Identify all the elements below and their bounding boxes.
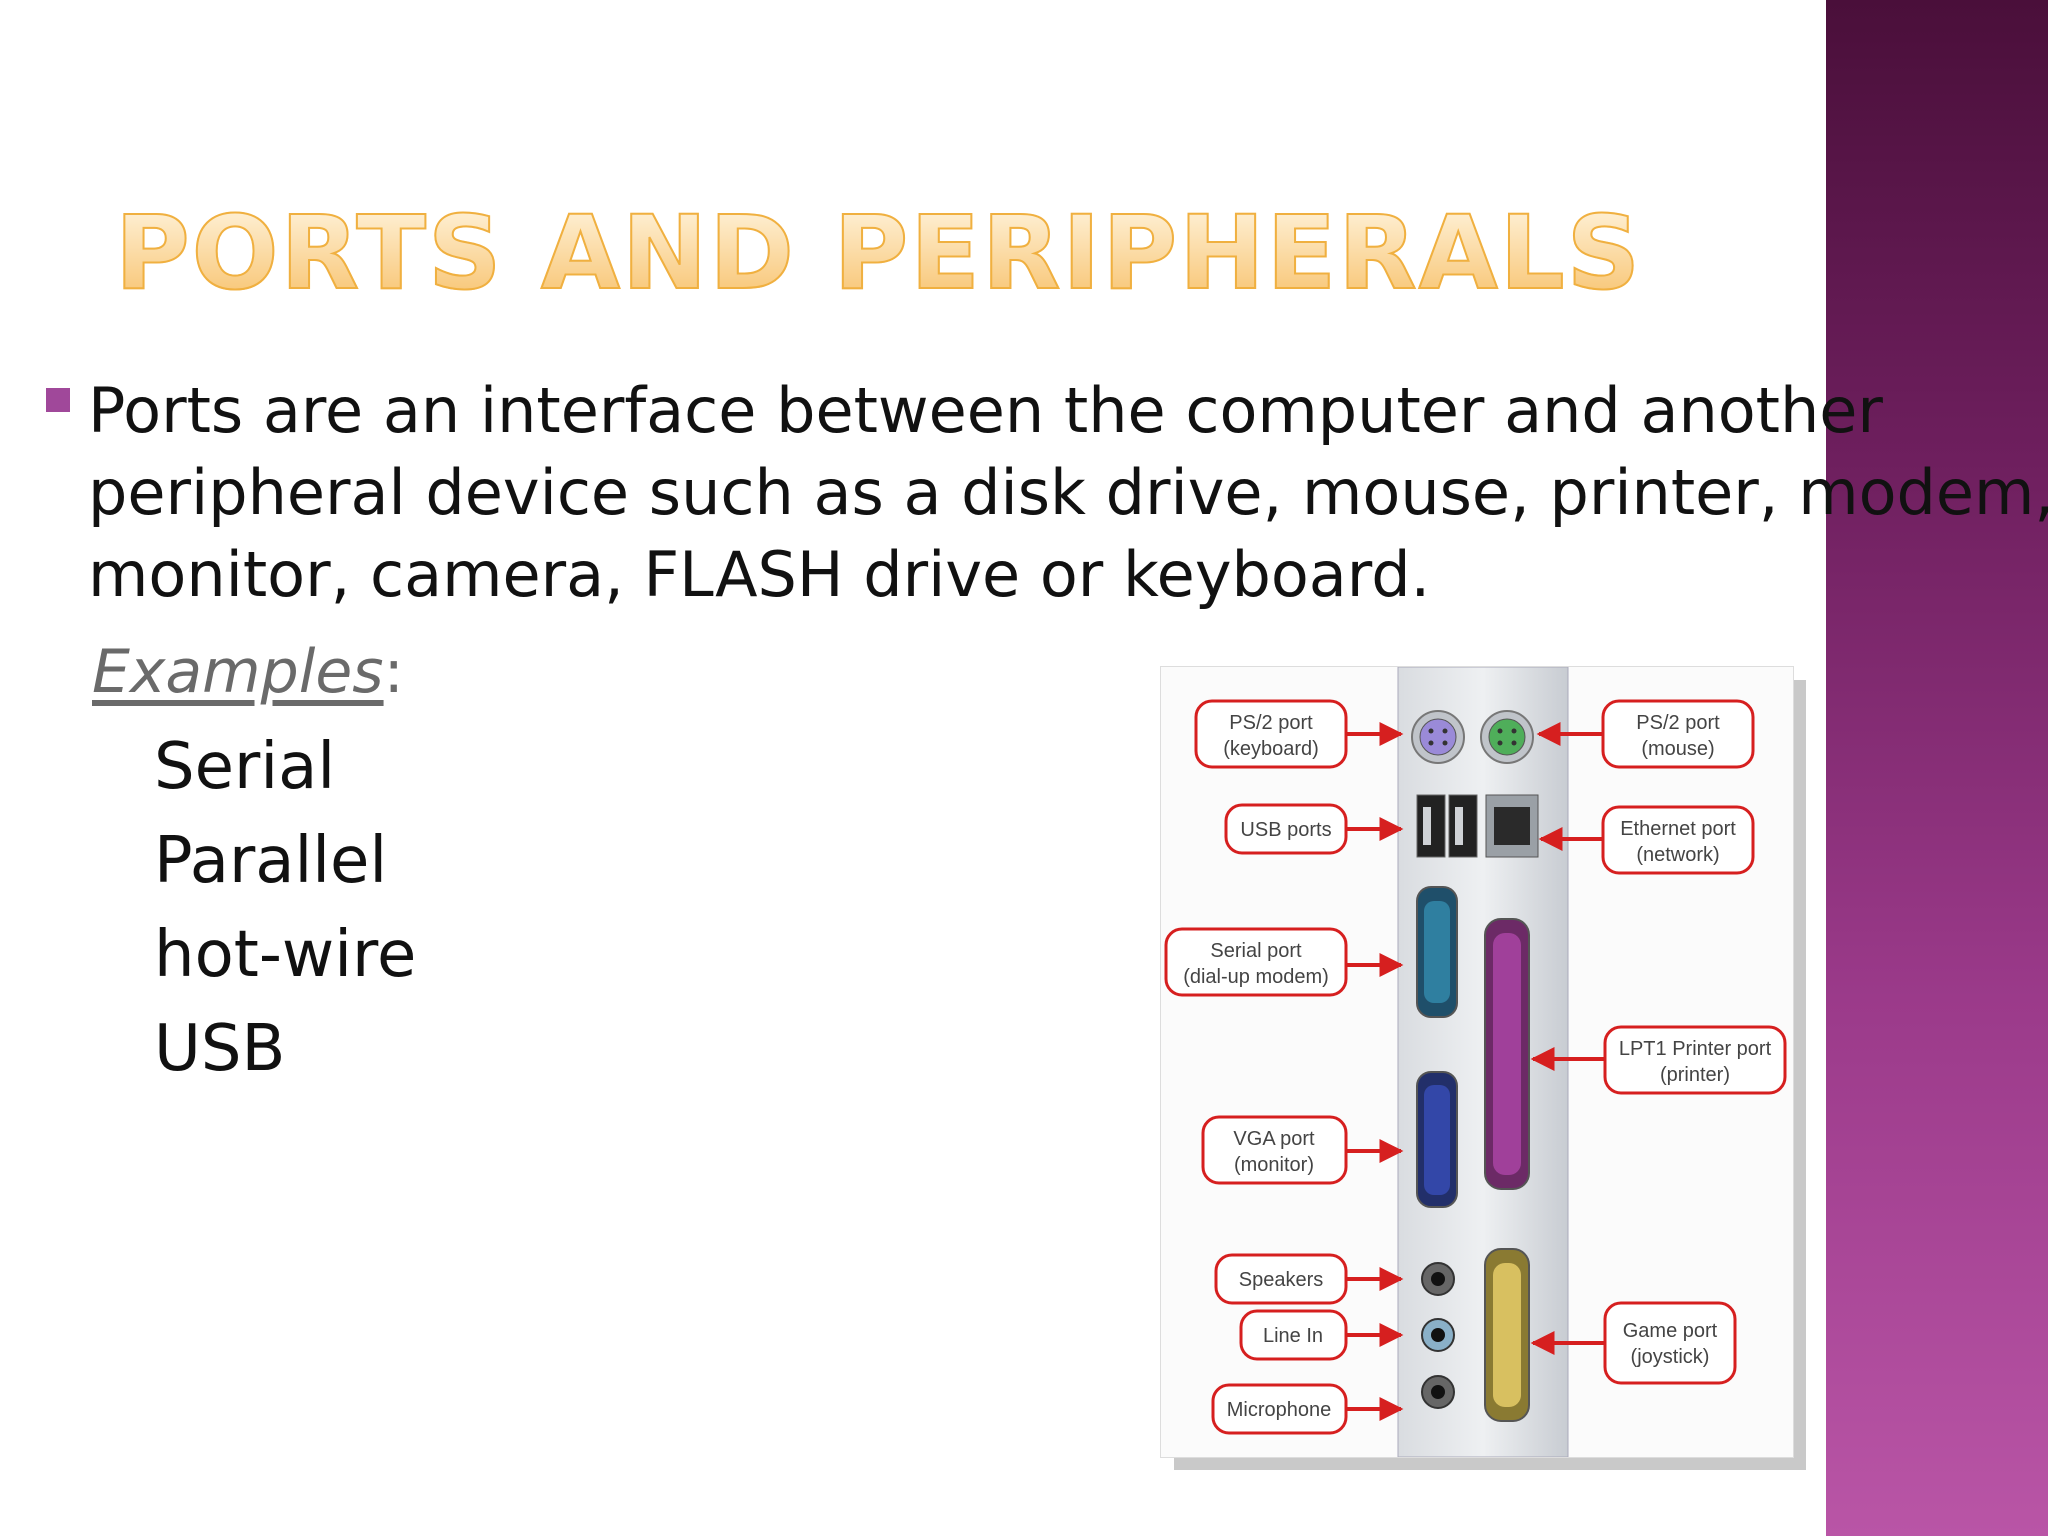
usb-connectors [1416, 794, 1478, 858]
example-item: Serial [154, 730, 336, 804]
label-microphone: Microphone [1211, 1383, 1404, 1435]
label-lpt1-port: LPT1 Printer port (printer) [1530, 1025, 1787, 1095]
paragraph-line: Ports are an interface between the compu… [88, 374, 1883, 447]
label-text: Serial port [1210, 940, 1302, 962]
label-ps2-keyboard: PS/2 port (keyboard) [1194, 699, 1404, 769]
parallel-connector [1484, 918, 1530, 1190]
label-text: Line In [1263, 1325, 1323, 1347]
label-speakers: Speakers [1214, 1253, 1404, 1305]
examples-heading: Examples: [92, 632, 404, 712]
ports-diagram: PS/2 port (keyboard) USB ports Serial po… [1160, 666, 1794, 1458]
label-text: (mouse) [1641, 738, 1714, 760]
paragraph-line: peripheral device such as a disk drive, … [88, 456, 2048, 529]
vga-connector [1416, 1071, 1458, 1208]
bullet-square [46, 388, 70, 412]
ps2-keyboard-connector [1411, 710, 1465, 764]
label-text: (printer) [1660, 1064, 1730, 1086]
label-ethernet-port: Ethernet port (network) [1538, 805, 1755, 875]
example-item: hot-wire [154, 918, 417, 992]
label-text: (joystick) [1631, 1346, 1710, 1368]
label-ps2-mouse: PS/2 port (mouse) [1536, 699, 1755, 769]
paragraph-line: monitor, camera, FLASH drive or keyboard… [88, 538, 1431, 611]
label-serial-port: Serial port (dial-up modem) [1164, 927, 1404, 997]
label-text: Microphone [1227, 1399, 1332, 1421]
label-text: VGA port [1233, 1128, 1315, 1150]
label-text: (monitor) [1234, 1154, 1314, 1176]
label-text: PS/2 port [1636, 712, 1720, 734]
label-text: USB ports [1240, 819, 1331, 841]
example-item: Parallel [154, 824, 388, 898]
examples-label: Examples [92, 637, 384, 707]
decorative-side-band [1826, 0, 2048, 1536]
ethernet-connector [1485, 794, 1539, 858]
label-text: (network) [1636, 844, 1719, 866]
examples-colon: : [383, 637, 404, 707]
serial-connector [1416, 886, 1458, 1018]
label-game-port: Game port (joystick) [1530, 1301, 1737, 1385]
label-text: (keyboard) [1223, 738, 1319, 760]
label-text: LPT1 Printer port [1619, 1038, 1772, 1060]
game-port-connector [1484, 1248, 1530, 1422]
examples-list: Serial Parallel hot-wire USB [154, 720, 416, 1096]
label-text: PS/2 port [1229, 712, 1313, 734]
label-usb-ports: USB ports [1224, 803, 1404, 855]
label-text: Speakers [1239, 1269, 1324, 1291]
label-vga-port: VGA port (monitor) [1201, 1115, 1404, 1185]
audio-jacks [1421, 1262, 1455, 1409]
label-text: Ethernet port [1620, 818, 1736, 840]
label-line-in: Line In [1239, 1309, 1404, 1361]
label-text: (dial-up modem) [1183, 966, 1329, 988]
label-text: Game port [1623, 1320, 1718, 1342]
ps2-mouse-connector [1480, 710, 1534, 764]
body-paragraph: Ports are an interface between the compu… [88, 370, 2048, 616]
slide-title: PORTS AND PERIPHERALS [114, 194, 1643, 313]
example-item: USB [154, 1012, 286, 1086]
